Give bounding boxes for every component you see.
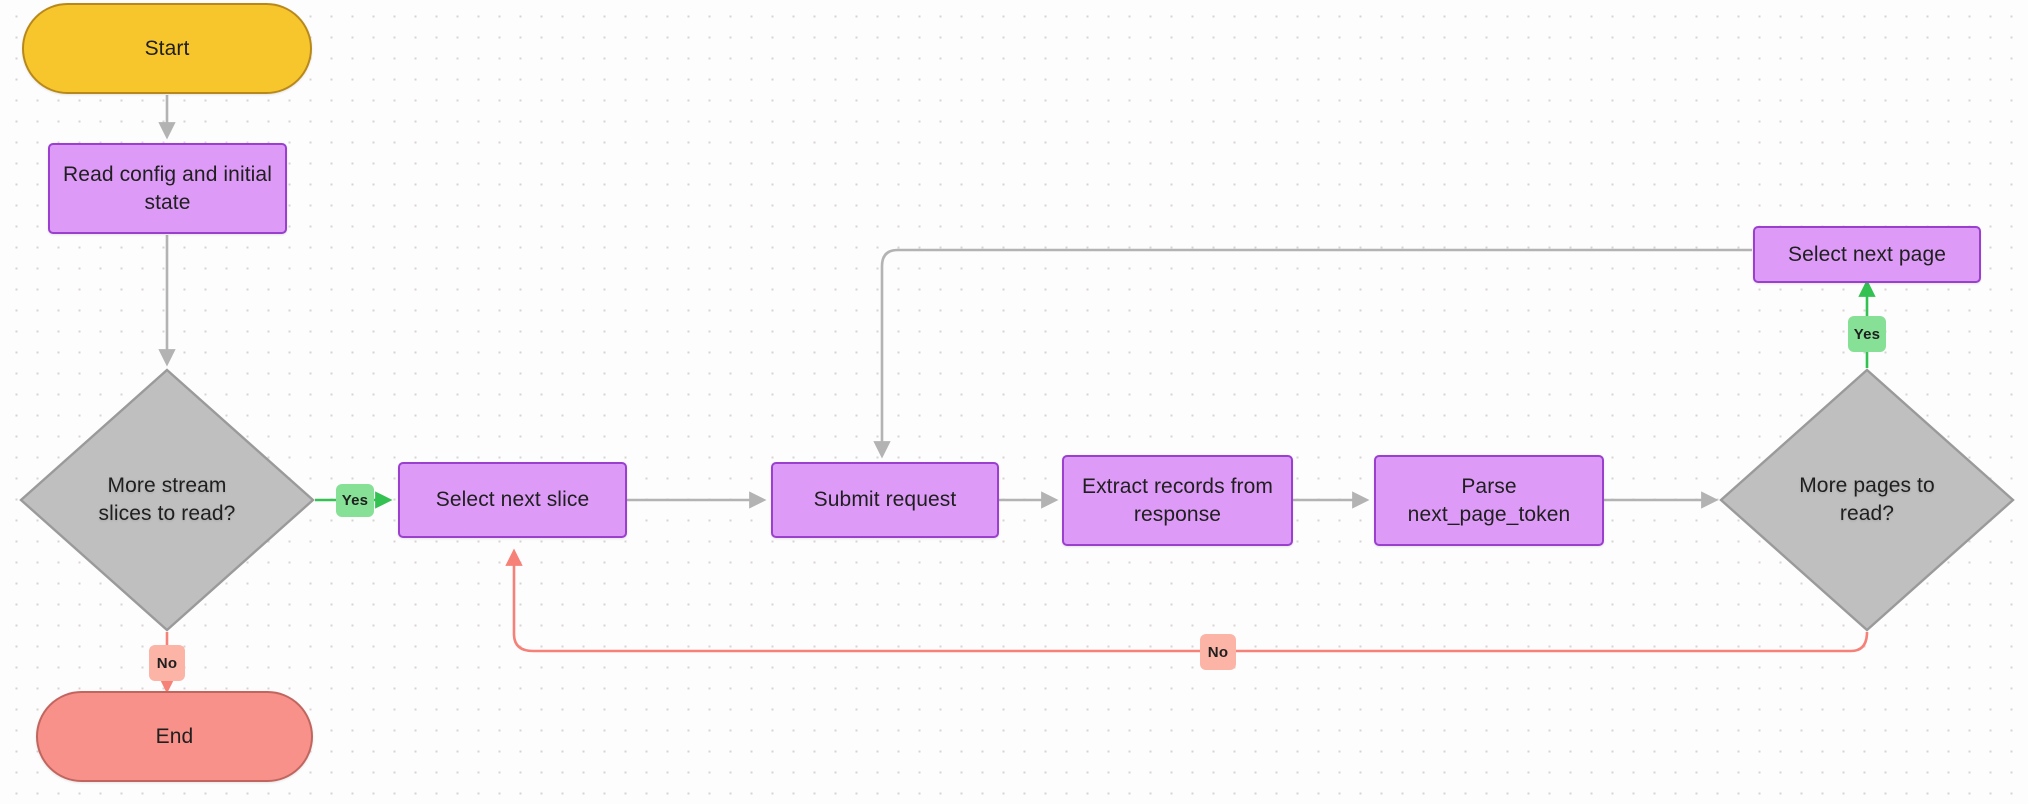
node-parse-next-page-token[interactable]: Parse next_page_token	[1374, 455, 1604, 546]
node-more-pages-label: More pages to read?	[1799, 474, 1935, 525]
edge-label-more-slices-yes-text: Yes	[341, 492, 369, 509]
edge-label-more-pages-yes-text: Yes	[1853, 325, 1881, 343]
node-more-stream-slices[interactable]: More stream slices to read?	[21, 370, 313, 630]
node-start-label: Start	[144, 36, 190, 60]
edge-label-more-slices-no[interactable]: No	[149, 645, 185, 681]
node-extract-records-label: Extract records from response	[1081, 474, 1274, 526]
node-extract-records[interactable]: Extract records from response	[1062, 455, 1293, 546]
edge-label-more-slices-yes[interactable]: Yes	[336, 484, 374, 517]
edge-label-more-pages-no-text: No	[1207, 643, 1229, 661]
node-start[interactable]: Start	[22, 3, 312, 94]
node-select-next-slice-label: Select next slice	[435, 488, 590, 512]
node-select-next-page[interactable]: Select next page	[1753, 226, 1981, 283]
node-parse-next-page-token-label: Parse next_page_token	[1407, 474, 1571, 526]
node-end-label: End	[155, 724, 194, 748]
node-select-next-page-label: Select next page	[1787, 242, 1947, 266]
node-more-stream-slices-label: More stream slices to read?	[98, 474, 236, 525]
edge-label-more-slices-no-text: No	[156, 654, 178, 672]
edge-label-more-pages-yes[interactable]: Yes	[1848, 316, 1886, 352]
edge-label-more-pages-no[interactable]: No	[1200, 634, 1236, 670]
node-submit-request[interactable]: Submit request	[771, 462, 999, 538]
edge-next-page-to-submit-loop	[873, 248, 1752, 459]
node-more-pages[interactable]: More pages to read?	[1721, 370, 2013, 630]
node-select-next-slice[interactable]: Select next slice	[398, 462, 627, 538]
node-end[interactable]: End	[36, 691, 313, 782]
node-submit-request-label: Submit request	[813, 488, 957, 512]
node-read-config-label: Read config and initial state	[63, 162, 272, 214]
edge-more-pages-no-to-next-slice-loop	[505, 548, 1869, 653]
node-read-config[interactable]: Read config and initial state	[48, 143, 287, 234]
